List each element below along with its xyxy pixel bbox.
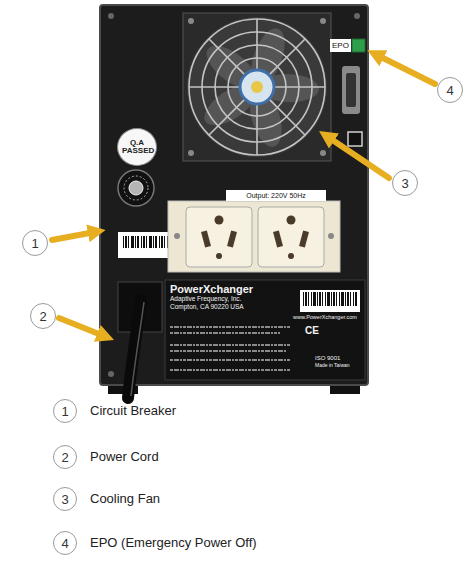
leader-arrows <box>52 55 435 336</box>
epo-label-plate <box>330 39 351 52</box>
fan-opening <box>187 17 327 157</box>
plate-text: Adaptive Frequency, Inc. <box>170 295 241 303</box>
outlet-panel <box>168 201 340 272</box>
callout-number-text: 4 <box>446 84 453 97</box>
callout-number-text: 1 <box>31 237 38 250</box>
leader-arrow <box>59 318 104 336</box>
outlet-plate <box>168 201 340 272</box>
screw <box>320 18 326 24</box>
legend-text: Cooling Fan <box>90 492 160 507</box>
callout-number: 1 <box>22 230 48 256</box>
legend-text: Power Cord <box>90 450 159 465</box>
qa-sticker: Q.A PASSED <box>117 128 157 166</box>
power-cord <box>128 300 141 398</box>
screw <box>108 13 114 19</box>
socket <box>186 207 252 267</box>
leader-arrow <box>377 55 435 84</box>
fan-frame <box>183 13 331 161</box>
plate-text: ISO 9001 <box>315 354 340 362</box>
plate-text: Made in Taiwan <box>315 362 350 369</box>
breaker-button <box>129 181 143 195</box>
screw <box>174 233 180 239</box>
callout-number-text: 2 <box>39 310 46 323</box>
callout-number: 2 <box>30 303 56 329</box>
legend-text: EPO (Emergency Power Off) <box>90 536 257 551</box>
port <box>348 132 362 146</box>
output-rating-strip-text: Output: 220V 50Hz <box>246 192 306 199</box>
db9-socket <box>346 73 356 107</box>
plate-text: Compton, CA 90220 USA <box>170 303 244 311</box>
leader-arrow <box>328 137 389 178</box>
circuit-breaker <box>118 170 154 206</box>
output-rating-strip: Output: 220V 50Hz <box>226 190 326 201</box>
legend-number: 4 <box>53 531 77 555</box>
screw <box>188 150 194 156</box>
barcode <box>303 292 357 306</box>
epo-terminal <box>352 39 365 52</box>
legend-number-text: 1 <box>61 405 68 418</box>
db9-connector <box>342 66 360 114</box>
fan-hub-sticker <box>240 70 274 104</box>
legend-number-text: 4 <box>61 537 68 550</box>
breaker-ring <box>124 176 148 200</box>
callout-number: 4 <box>437 77 463 103</box>
socket-holes <box>201 216 309 260</box>
epo-label: EPO <box>332 41 349 50</box>
legend-number: 1 <box>53 399 77 423</box>
qa-sticker-text: Q.A PASSED <box>122 139 152 156</box>
plate-text: PowerXchanger <box>170 283 253 295</box>
screw <box>328 233 334 239</box>
plate-text: CE <box>305 325 319 336</box>
legend-number-text: 3 <box>61 493 68 506</box>
callout-number: 3 <box>392 170 418 196</box>
legend-number-text: 2 <box>61 451 68 464</box>
screw <box>188 18 194 24</box>
legend-number: 2 <box>53 445 77 469</box>
plate-barcode-sticker <box>300 290 360 312</box>
fine-print <box>170 327 290 370</box>
cooling-fan <box>183 13 331 161</box>
rating-plate: PowerXchangerAdaptive Frequency, Inc.Com… <box>165 280 365 380</box>
screw <box>108 371 114 377</box>
screw <box>354 13 360 19</box>
plate-text: www.PowerXchanger.com <box>293 314 357 321</box>
fan-grille <box>189 19 325 155</box>
socket <box>258 207 324 267</box>
rating-plate <box>165 280 365 380</box>
legend-text: Circuit Breaker <box>90 404 176 419</box>
leader-arrow <box>52 232 95 240</box>
legend-number: 3 <box>53 487 77 511</box>
callout-number-text: 3 <box>401 177 408 190</box>
fan-hub <box>251 81 263 93</box>
cord-highlight <box>131 302 144 396</box>
screw <box>320 150 326 156</box>
